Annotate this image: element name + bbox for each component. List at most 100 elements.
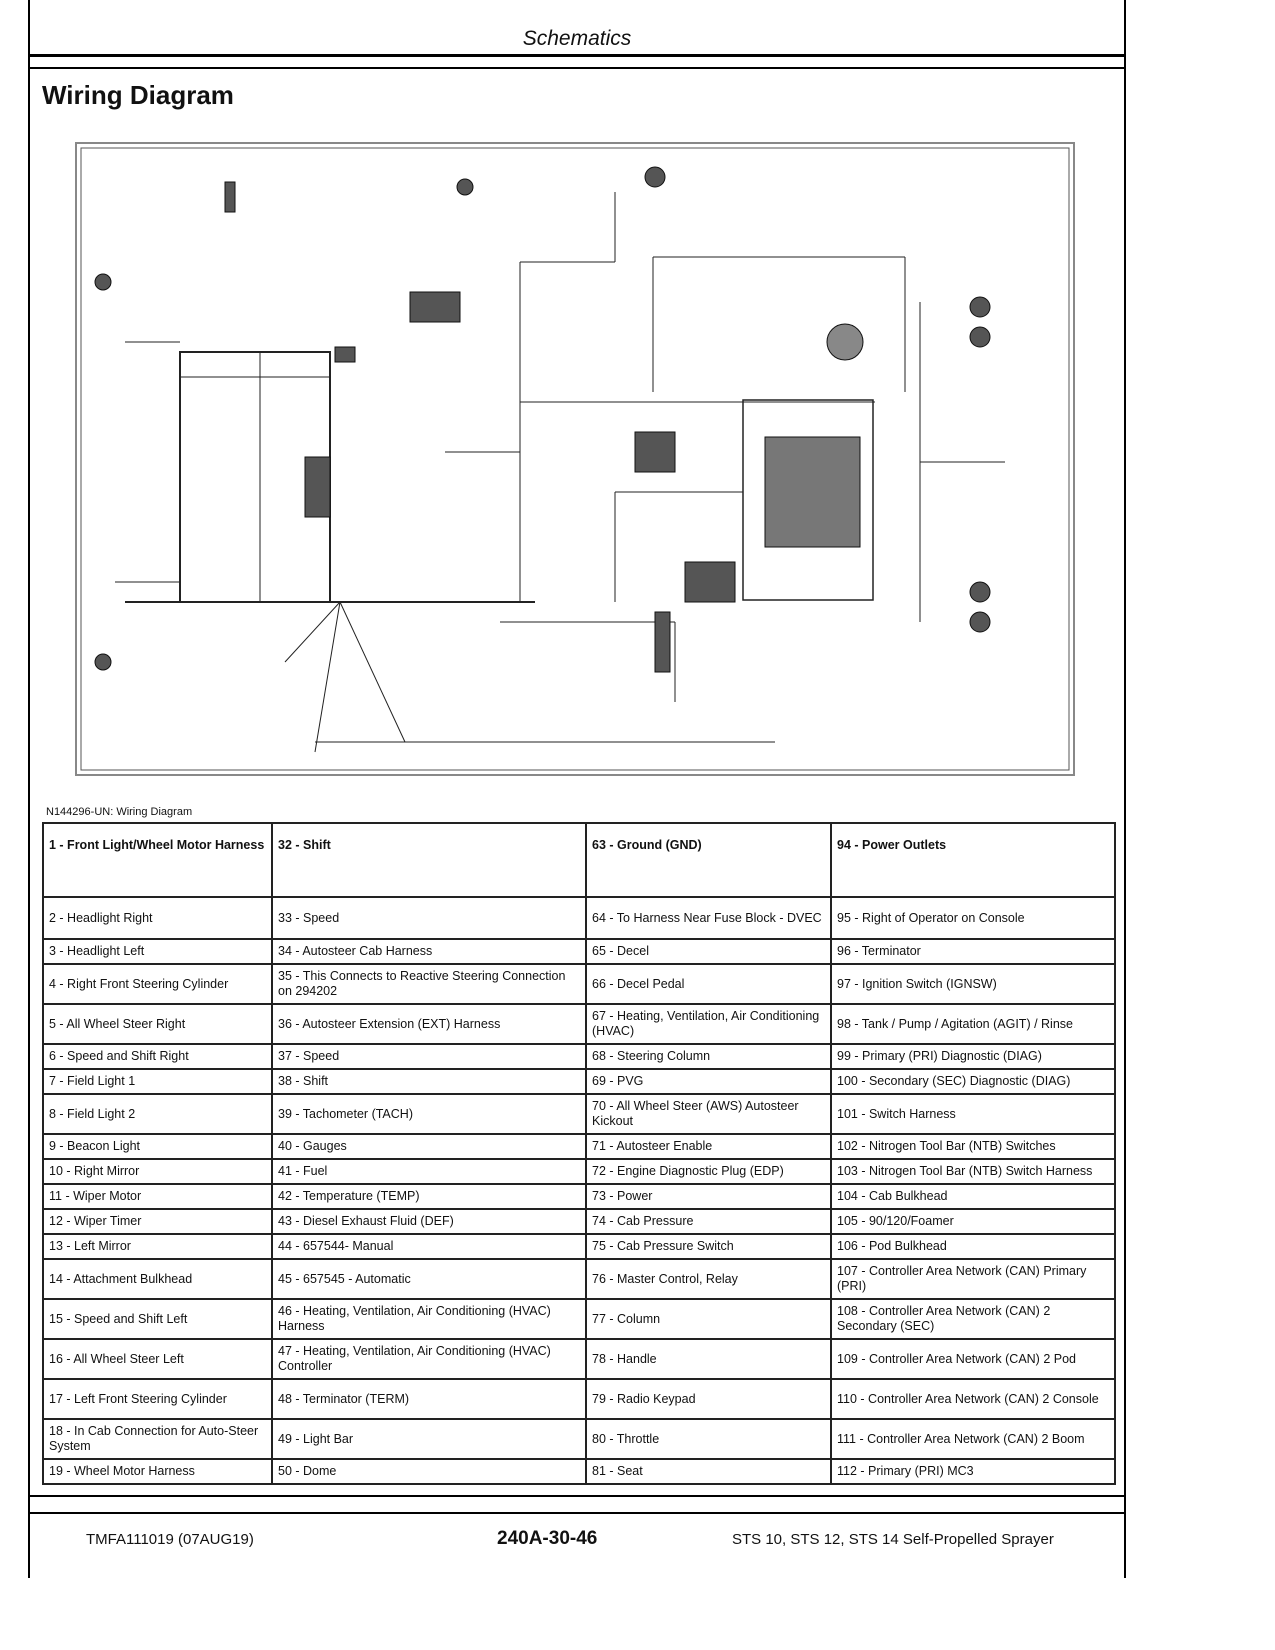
legend-cell: 4 - Right Front Steering Cylinder	[42, 963, 273, 1005]
legend-cell: 32 - Shift	[271, 822, 587, 898]
legend-cell: 98 - Tank / Pump / Agitation (AGIT) / Ri…	[830, 1003, 1116, 1045]
header-title: Schematics	[522, 27, 632, 50]
legend-cell: 38 - Shift	[271, 1068, 587, 1095]
legend-cell: 12 - Wiper Timer	[42, 1208, 273, 1235]
legend-cell: 101 - Switch Harness	[830, 1093, 1116, 1135]
legend-cell: 108 - Controller Area Network (CAN) 2 Se…	[830, 1298, 1116, 1340]
legend-cell: 104 - Cab Bulkhead	[830, 1183, 1116, 1210]
legend-cell: 106 - Pod Bulkhead	[830, 1233, 1116, 1260]
figure-caption: N144296-UN: Wiring Diagram	[46, 806, 193, 818]
legend-cell: 48 - Terminator (TERM)	[271, 1378, 587, 1420]
legend-cell: 10 - Right Mirror	[42, 1158, 273, 1185]
legend-cell: 42 - Temperature (TEMP)	[271, 1183, 587, 1210]
legend-cell: 39 - Tachometer (TACH)	[271, 1093, 587, 1135]
legend-cell: 7 - Field Light 1	[42, 1068, 273, 1095]
footer-rule	[28, 1512, 1126, 1514]
legend-cell: 69 - PVG	[585, 1068, 832, 1095]
legend-cell: 71 - Autosteer Enable	[585, 1133, 832, 1160]
legend-cell: 50 - Dome	[271, 1458, 587, 1485]
legend-cell: 33 - Speed	[271, 896, 587, 940]
legend-cell: 81 - Seat	[585, 1458, 832, 1485]
legend-cell: 13 - Left Mirror	[42, 1233, 273, 1260]
legend-cell: 3 - Headlight Left	[42, 938, 273, 965]
legend-cell: 72 - Engine Diagnostic Plug (EDP)	[585, 1158, 832, 1185]
legend-cell: 95 - Right of Operator on Console	[830, 896, 1116, 940]
legend-cell: 5 - All Wheel Steer Right	[42, 1003, 273, 1045]
legend-cell: 102 - Nitrogen Tool Bar (NTB) Switches	[830, 1133, 1116, 1160]
legend-cell: 110 - Controller Area Network (CAN) 2 Co…	[830, 1378, 1116, 1420]
legend-cell: 63 - Ground (GND)	[585, 822, 832, 898]
legend-cell: 97 - Ignition Switch (IGNSW)	[830, 963, 1116, 1005]
legend-cell: 66 - Decel Pedal	[585, 963, 832, 1005]
legend-cell: 44 - 657544- Manual	[271, 1233, 587, 1260]
legend-cell: 9 - Beacon Light	[42, 1133, 273, 1160]
legend-cell: 76 - Master Control, Relay	[585, 1258, 832, 1300]
legend-row: 18 - In Cab Connection for Auto-Steer Sy…	[42, 1418, 1116, 1460]
legend-cell: 8 - Field Light 2	[42, 1093, 273, 1135]
footer-doc-id: TMFA111019 (07AUG19)	[86, 1531, 254, 1548]
legend-cell: 46 - Heating, Ventilation, Air Condition…	[271, 1298, 587, 1340]
legend-cell: 75 - Cab Pressure Switch	[585, 1233, 832, 1260]
legend-cell: 14 - Attachment Bulkhead	[42, 1258, 273, 1300]
legend-cell: 105 - 90/120/Foamer	[830, 1208, 1116, 1235]
legend-cell: 99 - Primary (PRI) Diagnostic (DIAG)	[830, 1043, 1116, 1070]
legend-cell: 77 - Column	[585, 1298, 832, 1340]
legend-cell: 67 - Heating, Ventilation, Air Condition…	[585, 1003, 832, 1045]
legend-cell: 15 - Speed and Shift Left	[42, 1298, 273, 1340]
legend-cell: 37 - Speed	[271, 1043, 587, 1070]
legend-cell: 41 - Fuel	[271, 1158, 587, 1185]
legend-cell: 109 - Controller Area Network (CAN) 2 Po…	[830, 1338, 1116, 1380]
section-title: Wiring Diagram	[42, 80, 234, 110]
legend-cell: 18 - In Cab Connection for Auto-Steer Sy…	[42, 1418, 273, 1460]
legend-cell: 73 - Power	[585, 1183, 832, 1210]
wiring-diagram	[75, 142, 1075, 776]
legend-cell: 79 - Radio Keypad	[585, 1378, 832, 1420]
legend-cell: 103 - Nitrogen Tool Bar (NTB) Switch Har…	[830, 1158, 1116, 1185]
legend-cell: 45 - 657545 - Automatic	[271, 1258, 587, 1300]
legend-cell: 16 - All Wheel Steer Left	[42, 1338, 273, 1380]
legend-cell: 2 - Headlight Right	[42, 896, 273, 940]
legend-cell: 6 - Speed and Shift Right	[42, 1043, 273, 1070]
legend-cell: 68 - Steering Column	[585, 1043, 832, 1070]
legend-cell: 78 - Handle	[585, 1338, 832, 1380]
legend-cell: 47 - Heating, Ventilation, Air Condition…	[271, 1338, 587, 1380]
legend-cell: 80 - Throttle	[585, 1418, 832, 1460]
legend-cell: 64 - To Harness Near Fuse Block - DVEC	[585, 896, 832, 940]
header-rule	[28, 54, 1126, 57]
legend-cell: 65 - Decel	[585, 938, 832, 965]
footer-page-number: 240A-30-46	[497, 1528, 598, 1549]
legend-cell: 49 - Light Bar	[271, 1418, 587, 1460]
legend-cell: 96 - Terminator	[830, 938, 1116, 965]
legend-cell: 74 - Cab Pressure	[585, 1208, 832, 1235]
legend-cell: 70 - All Wheel Steer (AWS) Autosteer Kic…	[585, 1093, 832, 1135]
legend-cell: 100 - Secondary (SEC) Diagnostic (DIAG)	[830, 1068, 1116, 1095]
legend-cell: 36 - Autosteer Extension (EXT) Harness	[271, 1003, 587, 1045]
footer-product: STS 10, STS 12, STS 14 Self-Propelled Sp…	[732, 1531, 1054, 1548]
legend-cell: 11 - Wiper Motor	[42, 1183, 273, 1210]
legend-cell: 35 - This Connects to Reactive Steering …	[271, 963, 587, 1005]
legend-cell: 17 - Left Front Steering Cylinder	[42, 1378, 273, 1420]
legend-cell: 1 - Front Light/Wheel Motor Harness	[42, 822, 273, 898]
legend-cell: 111 - Controller Area Network (CAN) 2 Bo…	[830, 1418, 1116, 1460]
legend-cell: 112 - Primary (PRI) MC3	[830, 1458, 1116, 1485]
section-box	[28, 67, 1126, 1497]
legend-cell: 19 - Wheel Motor Harness	[42, 1458, 273, 1485]
